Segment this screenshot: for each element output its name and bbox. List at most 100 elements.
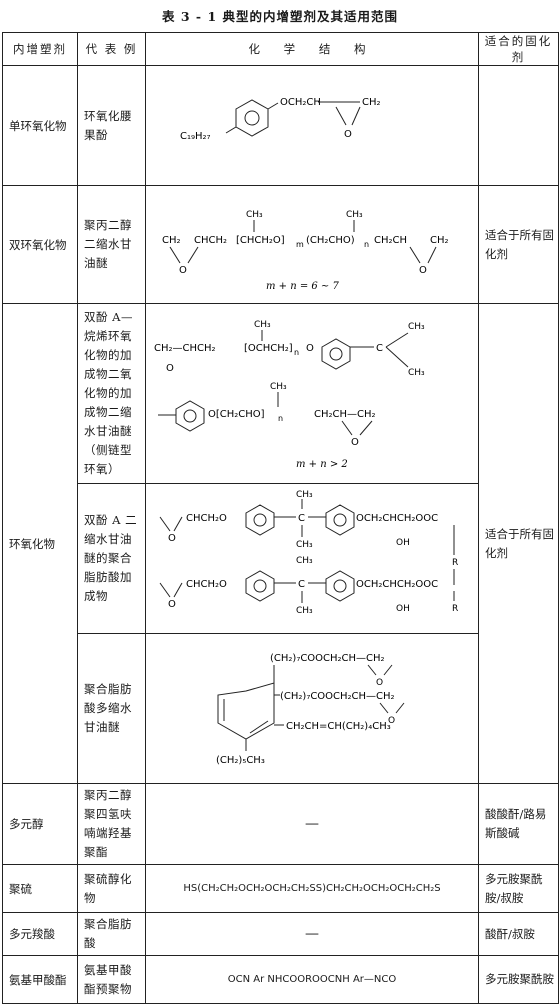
header-row: 内增塑剂 代 表 例 化 学 结 构 适合的固化剂 bbox=[2, 32, 559, 66]
table-row: 聚合脂肪酸多缩水甘油醚 (CH₂)₇COOCH₂CH—CH₂ O (CH₂)₇C… bbox=[3, 633, 559, 784]
structure-r3: CH₂—CHCH₂ [OCHCH₂] n O CH₃ O C CH₃ CH₃ O… bbox=[154, 320, 425, 470]
label: CH₂ bbox=[162, 235, 181, 246]
header-example: 代 表 例 bbox=[77, 32, 146, 66]
label: CH₃ bbox=[246, 210, 263, 220]
label: n bbox=[364, 240, 369, 249]
label: [OCHCH₂] bbox=[244, 343, 293, 354]
row-type: 多元醇 bbox=[2, 783, 78, 865]
label: OCH₂CHCH₂OOC bbox=[356, 513, 438, 524]
row-type: 环氧化物 bbox=[2, 303, 78, 784]
label: (CH₂)₇COOCH₂CH—CH₂ bbox=[270, 653, 385, 664]
label: CH₂CH—CH₂ bbox=[314, 409, 376, 420]
label: O[CH₂CHO] bbox=[208, 409, 265, 420]
label: OCH₂CHCH₂OOC bbox=[356, 579, 438, 590]
structure-cell: O CHCH₂O C CH₃ CH₃ OCH₂CHCH₂OOC OH R bbox=[145, 483, 479, 634]
plasticizer-table: 内增塑剂 代 表 例 化 学 结 构 适合的固化剂 单环氧化物 环氧化腰果酚 C… bbox=[2, 32, 559, 1004]
row-curing: 适合于所有固化剂 bbox=[478, 303, 559, 784]
structure-cell: OCN Ar NHCOOROOCNH Ar—NCO bbox=[145, 955, 479, 1004]
row-curing: 酸酐/叔胺 bbox=[478, 912, 559, 956]
row-example: 聚合脂肪酸多缩水甘油醚 bbox=[77, 633, 146, 784]
label: C₁₉H₂₇ bbox=[180, 131, 211, 142]
label: O bbox=[376, 678, 383, 688]
label: CHCH₂O bbox=[186, 579, 227, 590]
header-curing: 适合的固化剂 bbox=[478, 32, 559, 66]
label: CH₂CH=CH(CH₂)₄CH₃ bbox=[286, 721, 391, 732]
svg-text:O: O bbox=[351, 437, 359, 448]
label: CH₃ bbox=[296, 606, 313, 616]
row-type: 双环氧化物 bbox=[2, 185, 78, 304]
label: CH₂CH bbox=[374, 235, 407, 246]
structure-r4: O CHCH₂O C CH₃ CH₃ OCH₂CHCH₂OOC OH R bbox=[159, 490, 458, 616]
label: R bbox=[452, 558, 458, 568]
row-example: 氨基甲酸酯预聚物 bbox=[77, 955, 146, 1004]
label: CH₂—CHCH₂ bbox=[154, 343, 216, 354]
label: CH₃ bbox=[296, 556, 313, 566]
row-example: 聚合脂肪酸 bbox=[77, 912, 146, 956]
label: CH₃ bbox=[346, 210, 363, 220]
label: CH₃ bbox=[296, 490, 313, 500]
table-row: 氨基甲酸酯 氨基甲酸酯预聚物 OCN Ar NHCOOROOCNH Ar—NCO… bbox=[2, 955, 559, 1004]
row-example: 聚丙二醇聚四氢呋喃端羟基聚酯 bbox=[77, 783, 146, 865]
label: OH bbox=[396, 538, 410, 548]
row-type: 多元羧酸 bbox=[2, 912, 78, 956]
label: n bbox=[294, 348, 299, 357]
label: n bbox=[278, 414, 283, 423]
label: CH₃ bbox=[254, 320, 271, 330]
label: (CH₂)₇COOCH₂CH—CH₂ bbox=[280, 691, 395, 702]
structure-cell: CH₃ CH₃ CH₂ CHCH₂ [CHCH₂O] m (CH₂CHO) n … bbox=[145, 185, 479, 304]
label: CH₂ bbox=[430, 235, 449, 246]
label: CH₃ bbox=[408, 368, 425, 378]
table-row: 多元醇 聚丙二醇聚四氢呋喃端羟基聚酯 — 酸酸酐/路易斯酸碱 bbox=[2, 783, 559, 865]
label: CHCH₂O bbox=[186, 513, 227, 524]
label: O bbox=[306, 343, 314, 354]
label: (CH₂)₅CH₃ bbox=[216, 755, 265, 766]
row-example: 聚硫醇化物 bbox=[77, 864, 146, 913]
structure-r2: CH₃ CH₃ CH₂ CHCH₂ [CHCH₂O] m (CH₂CHO) n … bbox=[162, 210, 449, 292]
table-caption: 表 3 - 1 典型的内增塑剂及其适用范围 bbox=[162, 9, 398, 24]
svg-text:O: O bbox=[168, 599, 176, 610]
svg-text:O: O bbox=[419, 265, 427, 276]
row-type: 聚硫 bbox=[2, 864, 78, 913]
label: CH₃ bbox=[296, 540, 313, 550]
label: m bbox=[296, 240, 304, 249]
note: m + n > 2 bbox=[296, 459, 348, 470]
label: O bbox=[344, 129, 352, 140]
svg-text:O: O bbox=[168, 533, 176, 544]
svg-text:O: O bbox=[179, 265, 187, 276]
table-row: 双酚 A 二缩水甘油醚的聚合脂肪酸加成物 O CHCH₂O C CH₃ CH₃ … bbox=[3, 483, 559, 634]
row-type: 单环氧化物 bbox=[2, 65, 78, 186]
header-structure: 化 学 结 构 bbox=[145, 32, 479, 66]
structure-cell: HS(CH₂CH₂OCH₂OCH₂CH₂SS)CH₂CH₂OCH₂OCH₂CH₂… bbox=[145, 864, 479, 913]
benzene-ring bbox=[235, 98, 269, 137]
table-row: 单环氧化物 环氧化腰果酚 C₁₉H₂₇ OCH₂CH CH₂ O bbox=[2, 65, 559, 186]
structure-r5: (CH₂)₇COOCH₂CH—CH₂ O (CH₂)₇COOCH₂CH—CH₂ … bbox=[216, 653, 405, 766]
row-curing: 酸酸酐/路易斯酸碱 bbox=[478, 783, 559, 865]
table-row: 双环氧化物 聚丙二醇二缩水甘油醚 CH₃ CH₃ CH₂ CHCH₂ [CHCH… bbox=[2, 185, 559, 304]
label: CHCH₂ bbox=[194, 235, 227, 246]
table-row: 聚硫 聚硫醇化物 HS(CH₂CH₂OCH₂OCH₂CH₂SS)CH₂CH₂OC… bbox=[2, 864, 559, 913]
structure-r1: C₁₉H₂₇ OCH₂CH CH₂ O bbox=[180, 97, 381, 142]
row-curing: 多元胺聚酰胺/叔胺 bbox=[478, 864, 559, 913]
label: OH bbox=[396, 604, 410, 614]
label: (CH₂CHO) bbox=[306, 235, 355, 246]
structure-cell: — bbox=[145, 912, 479, 956]
label: CH₂ bbox=[362, 97, 381, 108]
label: OCH₂CH bbox=[280, 97, 321, 108]
label: C bbox=[298, 513, 305, 524]
structure-cell: C₁₉H₂₇ OCH₂CH CH₂ O bbox=[145, 65, 479, 186]
row-example: 环氧化腰果酚 bbox=[77, 65, 146, 186]
row-curing: 适合于所有固化剂 bbox=[478, 185, 559, 304]
label: O bbox=[388, 716, 395, 726]
note: m + n = 6 ~ 7 bbox=[266, 281, 339, 292]
row-example: 聚丙二醇二缩水甘油醚 bbox=[77, 185, 146, 304]
row-curing bbox=[478, 65, 559, 186]
table-row: 环氧化物 双酚 A—烷烯环氧化物的加成物二氧化物的加成物二缩水甘油醚（侧链型环氧… bbox=[2, 303, 559, 784]
structure-cell: CH₂—CHCH₂ [OCHCH₂] n O CH₃ O C CH₃ CH₃ O… bbox=[145, 303, 479, 484]
row-type: 氨基甲酸酯 bbox=[2, 955, 78, 1004]
header-type: 内增塑剂 bbox=[2, 32, 78, 66]
label: C bbox=[298, 579, 305, 590]
row-curing: 多元胺聚酰胺 bbox=[478, 955, 559, 1004]
label: CH₃ bbox=[408, 322, 425, 332]
label: [CHCH₂O] bbox=[236, 235, 285, 246]
structure-cell: (CH₂)₇COOCH₂CH—CH₂ O (CH₂)₇COOCH₂CH—CH₂ … bbox=[145, 633, 479, 784]
